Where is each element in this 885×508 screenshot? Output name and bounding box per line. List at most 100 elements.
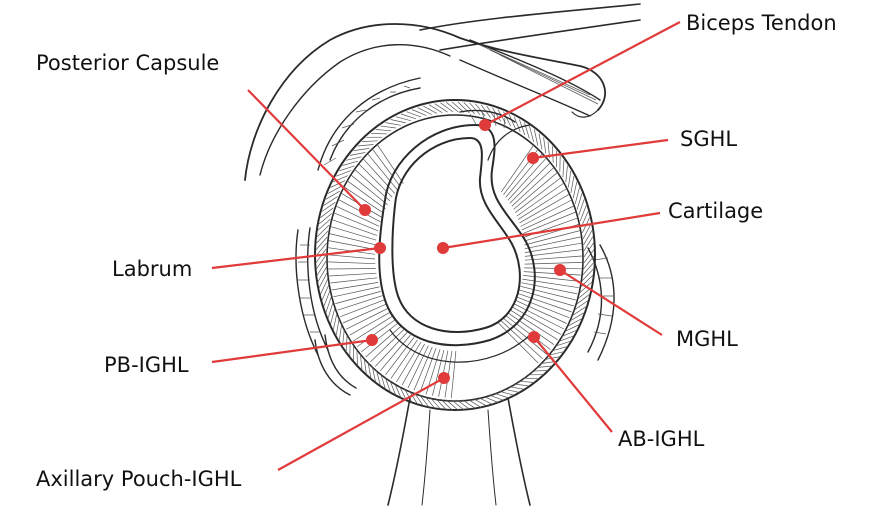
ligament-fiber [513, 172, 558, 210]
glenoid-illustration [244, 3, 641, 506]
dot-labrum [374, 242, 386, 254]
dot-ab-ighl [528, 331, 540, 343]
capsule-fiber [380, 125, 396, 129]
ligament-fiber [523, 271, 581, 276]
ligament-fiber [349, 311, 391, 336]
capsule-fiber [574, 187, 580, 204]
capsule-fiber [529, 125, 534, 142]
capsule-fiber [504, 388, 520, 393]
capsule-fiber [483, 396, 499, 403]
scapula-neck [387, 397, 531, 506]
ligament-fiber [329, 233, 376, 246]
capsule-fiber [317, 219, 331, 231]
ligament-fiber [332, 219, 378, 236]
ligament-fiber [520, 199, 572, 227]
label-labrum: Labrum [112, 257, 192, 281]
dot-biceps-tendon [479, 119, 491, 131]
ligament-fiber [371, 148, 401, 187]
capsule-fiber [419, 394, 430, 408]
rotator-cuff-remnants [295, 77, 615, 396]
ligament-fiber [419, 348, 437, 393]
capsule-fiber [578, 287, 592, 299]
capsule-fiber [349, 152, 366, 156]
capsule-fiber [318, 273, 328, 289]
capsule-fiber [524, 122, 530, 139]
capsule-fiber [565, 165, 568, 183]
capsule-fiber [390, 119, 406, 124]
capsule-fiber [492, 107, 501, 122]
ligament-fiber [346, 307, 389, 330]
capsule-fiber [576, 193, 583, 210]
capsule-fiber [339, 165, 355, 172]
capsule-fiber [428, 104, 443, 113]
ligament-fiber [519, 289, 574, 307]
label-mghl: MGHL [676, 327, 738, 351]
capsule-fiber [376, 370, 381, 387]
capsule-fiber [411, 109, 427, 116]
capsule-fiber [323, 290, 331, 307]
ligament-fiber [353, 315, 394, 342]
leader-lines [211, 21, 681, 471]
capsule-fiber [320, 278, 329, 295]
ligament-fiber [521, 205, 575, 231]
labrum-ring [378, 124, 536, 347]
capsule-fiber [456, 399, 470, 410]
ligament-fiber [514, 299, 567, 324]
ligament-fiber [509, 162, 551, 204]
capsule-fiber [446, 102, 459, 113]
capsule-fiber [478, 397, 493, 405]
capsule-fiber [472, 398, 487, 407]
ligament-fiber [396, 341, 422, 383]
label-cartilage: Cartilage [668, 199, 763, 223]
capsule-fiber [414, 392, 424, 407]
ligament-fiber [516, 182, 565, 217]
capsule-fiber [462, 399, 476, 409]
capsule-fiber [356, 349, 359, 367]
capsule-fiber [327, 302, 334, 319]
capsule-fiber [315, 236, 328, 250]
ligament-fiber [524, 255, 583, 261]
capsule-fiber [583, 255, 595, 270]
capsule-fiber [360, 353, 363, 371]
capsule-fiber [335, 319, 340, 336]
capsule-fiber [375, 129, 392, 132]
ligament-fiber [524, 267, 582, 270]
ligament-fiber [337, 295, 383, 311]
capsule-fiber [316, 230, 329, 244]
capsule-fiber [582, 223, 592, 239]
label-biceps-tendon: Biceps Tendon [686, 11, 837, 35]
ligament-fiber [518, 188, 567, 220]
ligament-fiber [342, 303, 387, 324]
ligament-fiber [328, 261, 376, 265]
capsule-fiber [440, 102, 454, 113]
ligament-fiber [513, 302, 565, 330]
capsule-fiber [536, 365, 553, 368]
ligament-fiber [522, 211, 576, 235]
ligament-fiber [413, 346, 433, 391]
capsule-fiber [538, 133, 543, 150]
ligament-fiber [333, 212, 379, 232]
capsule-fiber [357, 144, 374, 147]
capsule-fiber [451, 399, 464, 410]
capsule-fiber [583, 236, 594, 252]
ligament-fiber [502, 317, 547, 355]
capsule-fiber [532, 370, 549, 372]
ligament-fiber [507, 312, 555, 345]
capsule-fiber [398, 385, 407, 401]
capsule-fiber [533, 129, 539, 146]
capsule-fiber [451, 101, 465, 113]
capsule-fiber [570, 312, 585, 322]
capsule-fiber [579, 205, 587, 222]
capsule-fiber [467, 399, 482, 408]
capsule-fiber [434, 103, 448, 113]
capsule-fiber [508, 113, 516, 129]
capsule-fiber [558, 335, 575, 342]
capsule-fiber [395, 116, 411, 122]
capsule-fiber [463, 102, 475, 114]
ligament-fiber [365, 325, 402, 358]
capsule-fiber [574, 300, 589, 311]
capsule-fiber [380, 373, 386, 390]
capsule-fiber [321, 284, 330, 301]
capsule-fiber [583, 230, 593, 245]
ligament-fiber [370, 329, 405, 363]
